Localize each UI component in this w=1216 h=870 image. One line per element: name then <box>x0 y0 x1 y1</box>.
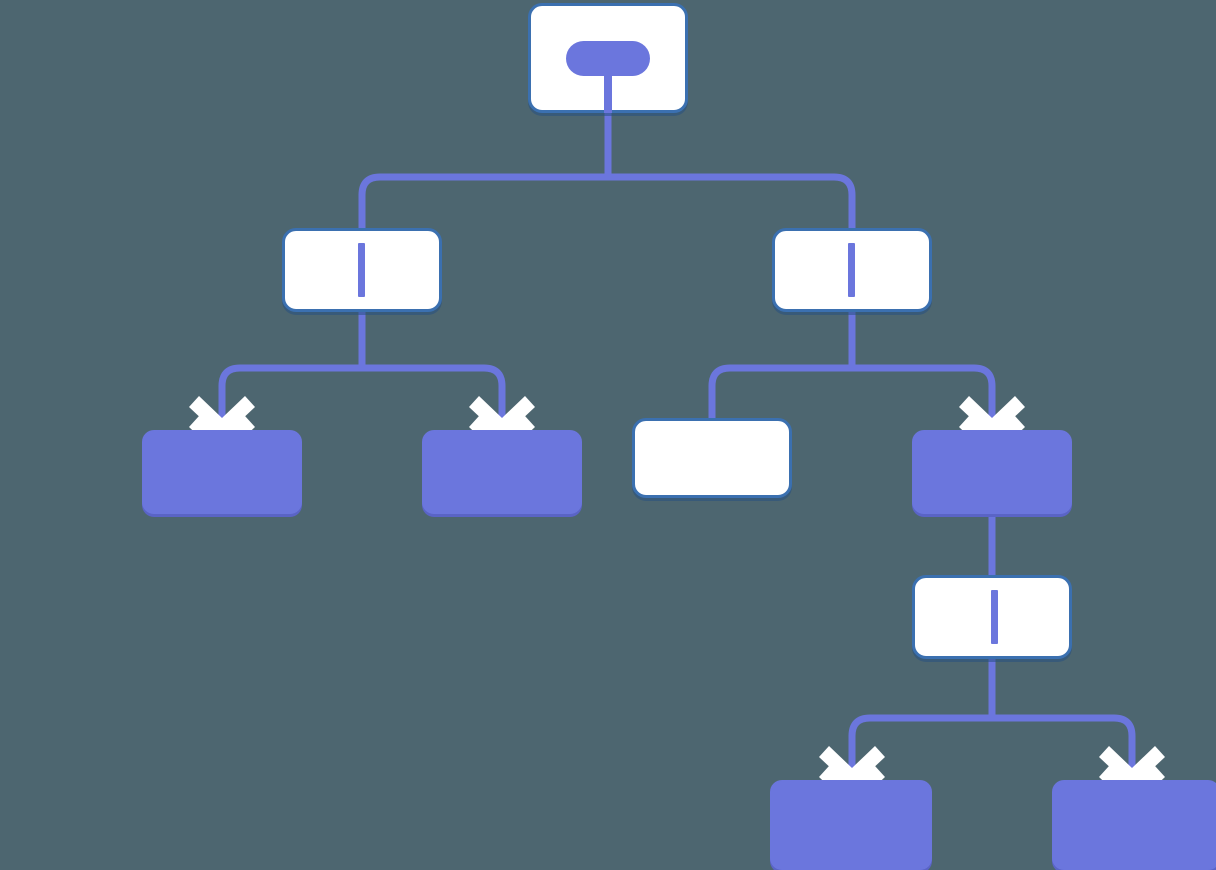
level3-white-node[interactable] <box>912 575 1072 659</box>
edge-level1-left-to-leaf-a <box>218 364 362 434</box>
root-node[interactable] <box>528 3 688 113</box>
level2-plain-node[interactable] <box>632 418 792 498</box>
level2-leaf-a[interactable] <box>142 430 302 514</box>
level4-leaf-b[interactable] <box>1052 780 1216 870</box>
level1-left-inner-line <box>358 243 365 297</box>
level1-left-node[interactable] <box>282 228 442 312</box>
level1-right-inner-line <box>848 243 855 297</box>
edge-level1-right-to-plain-node <box>708 364 852 420</box>
level4-leaf-a[interactable] <box>770 780 932 870</box>
level2-branch-node[interactable] <box>912 430 1072 514</box>
edge-level3-to-leaf-b <box>992 714 1136 784</box>
edge-root-to-level1-right <box>608 173 856 228</box>
edge-level3-to-leaf-a <box>848 714 992 784</box>
level1-right-node[interactable] <box>772 228 932 312</box>
level3-inner-line <box>991 590 998 644</box>
edge-level1-left-to-leaf-b <box>362 364 506 434</box>
root-stem-mark <box>604 66 612 113</box>
edge-level1-right-to-branch-node <box>852 364 996 434</box>
level2-leaf-b[interactable] <box>422 430 582 514</box>
edge-root-to-level1-left <box>358 173 608 228</box>
